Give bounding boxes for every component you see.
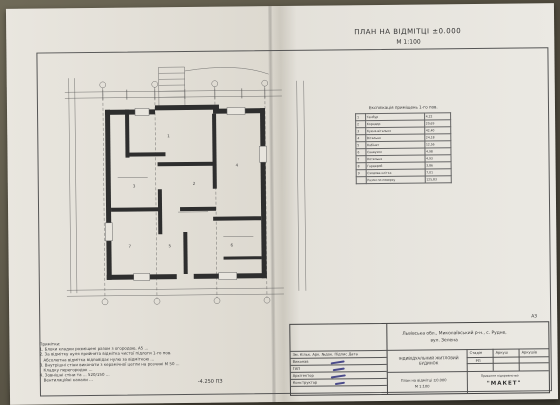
drawing-sheet: 1 3 4 2 5 6 7 ПЛАН НА ВІДМІТЦІ ±0.000 М … [5,3,559,405]
sheet-scale: М 1:100 [414,384,430,389]
stage-value: РП [475,358,481,363]
svg-text:4: 4 [236,162,239,167]
sheet-format: А3 [531,314,538,320]
svg-text:2: 2 [193,181,196,186]
table-cell: Разом по поверху [365,176,425,184]
table-cell [356,176,366,184]
sheet-name: План на відмітці ±0.000 [400,378,447,383]
object-name: ІНДИВІДУАЛЬНИЙ ЖИТЛОВИЙ БУДИНОК [398,355,459,366]
title-block: Зм. Кільк. Арк. №док. Підпис Дата Викона… [289,321,550,396]
general-notes: Примітки: 1. Блоки кладки розміщені разо… [39,341,180,383]
plan-title: ПЛАН НА ВІДМІТЦІ ±0.000 [354,27,462,37]
room-table-caption: Експлікація приміщень 1-го пов. [368,104,438,111]
role-1: Виконав [292,359,309,364]
svg-text:1: 1 [167,133,170,138]
role-4: Конструктор [292,380,318,385]
title-block-head: Зм. Кільк. Арк. №док. Підпис Дата [292,352,358,357]
address-line-2: вул. Зелена [430,338,458,344]
address-line-1: Львівська обл., Миколаївський р-н., с. Р… [402,330,507,337]
stage-header: Стадія [469,350,483,356]
sheets-header: Аркушів [521,350,538,355]
svg-text:3: 3 [133,184,136,189]
floor-plan: 1 3 4 2 5 6 7 [64,66,307,306]
role-2: ГАП [292,366,301,371]
table-cell: 125,83 [424,175,452,184]
svg-text:7: 7 [128,244,131,249]
role-3: Архітектор [292,373,314,378]
plan-scale: М 1:100 [396,38,421,46]
sheet-header: Аркуш [495,350,508,355]
svg-text:6: 6 [230,243,233,248]
level-mark: -4.250 ПЗ [197,378,223,385]
company-caption: Приватне підприємство [480,373,519,378]
company-name: "МАКЕТ" [486,380,522,387]
svg-text:5: 5 [168,243,171,248]
